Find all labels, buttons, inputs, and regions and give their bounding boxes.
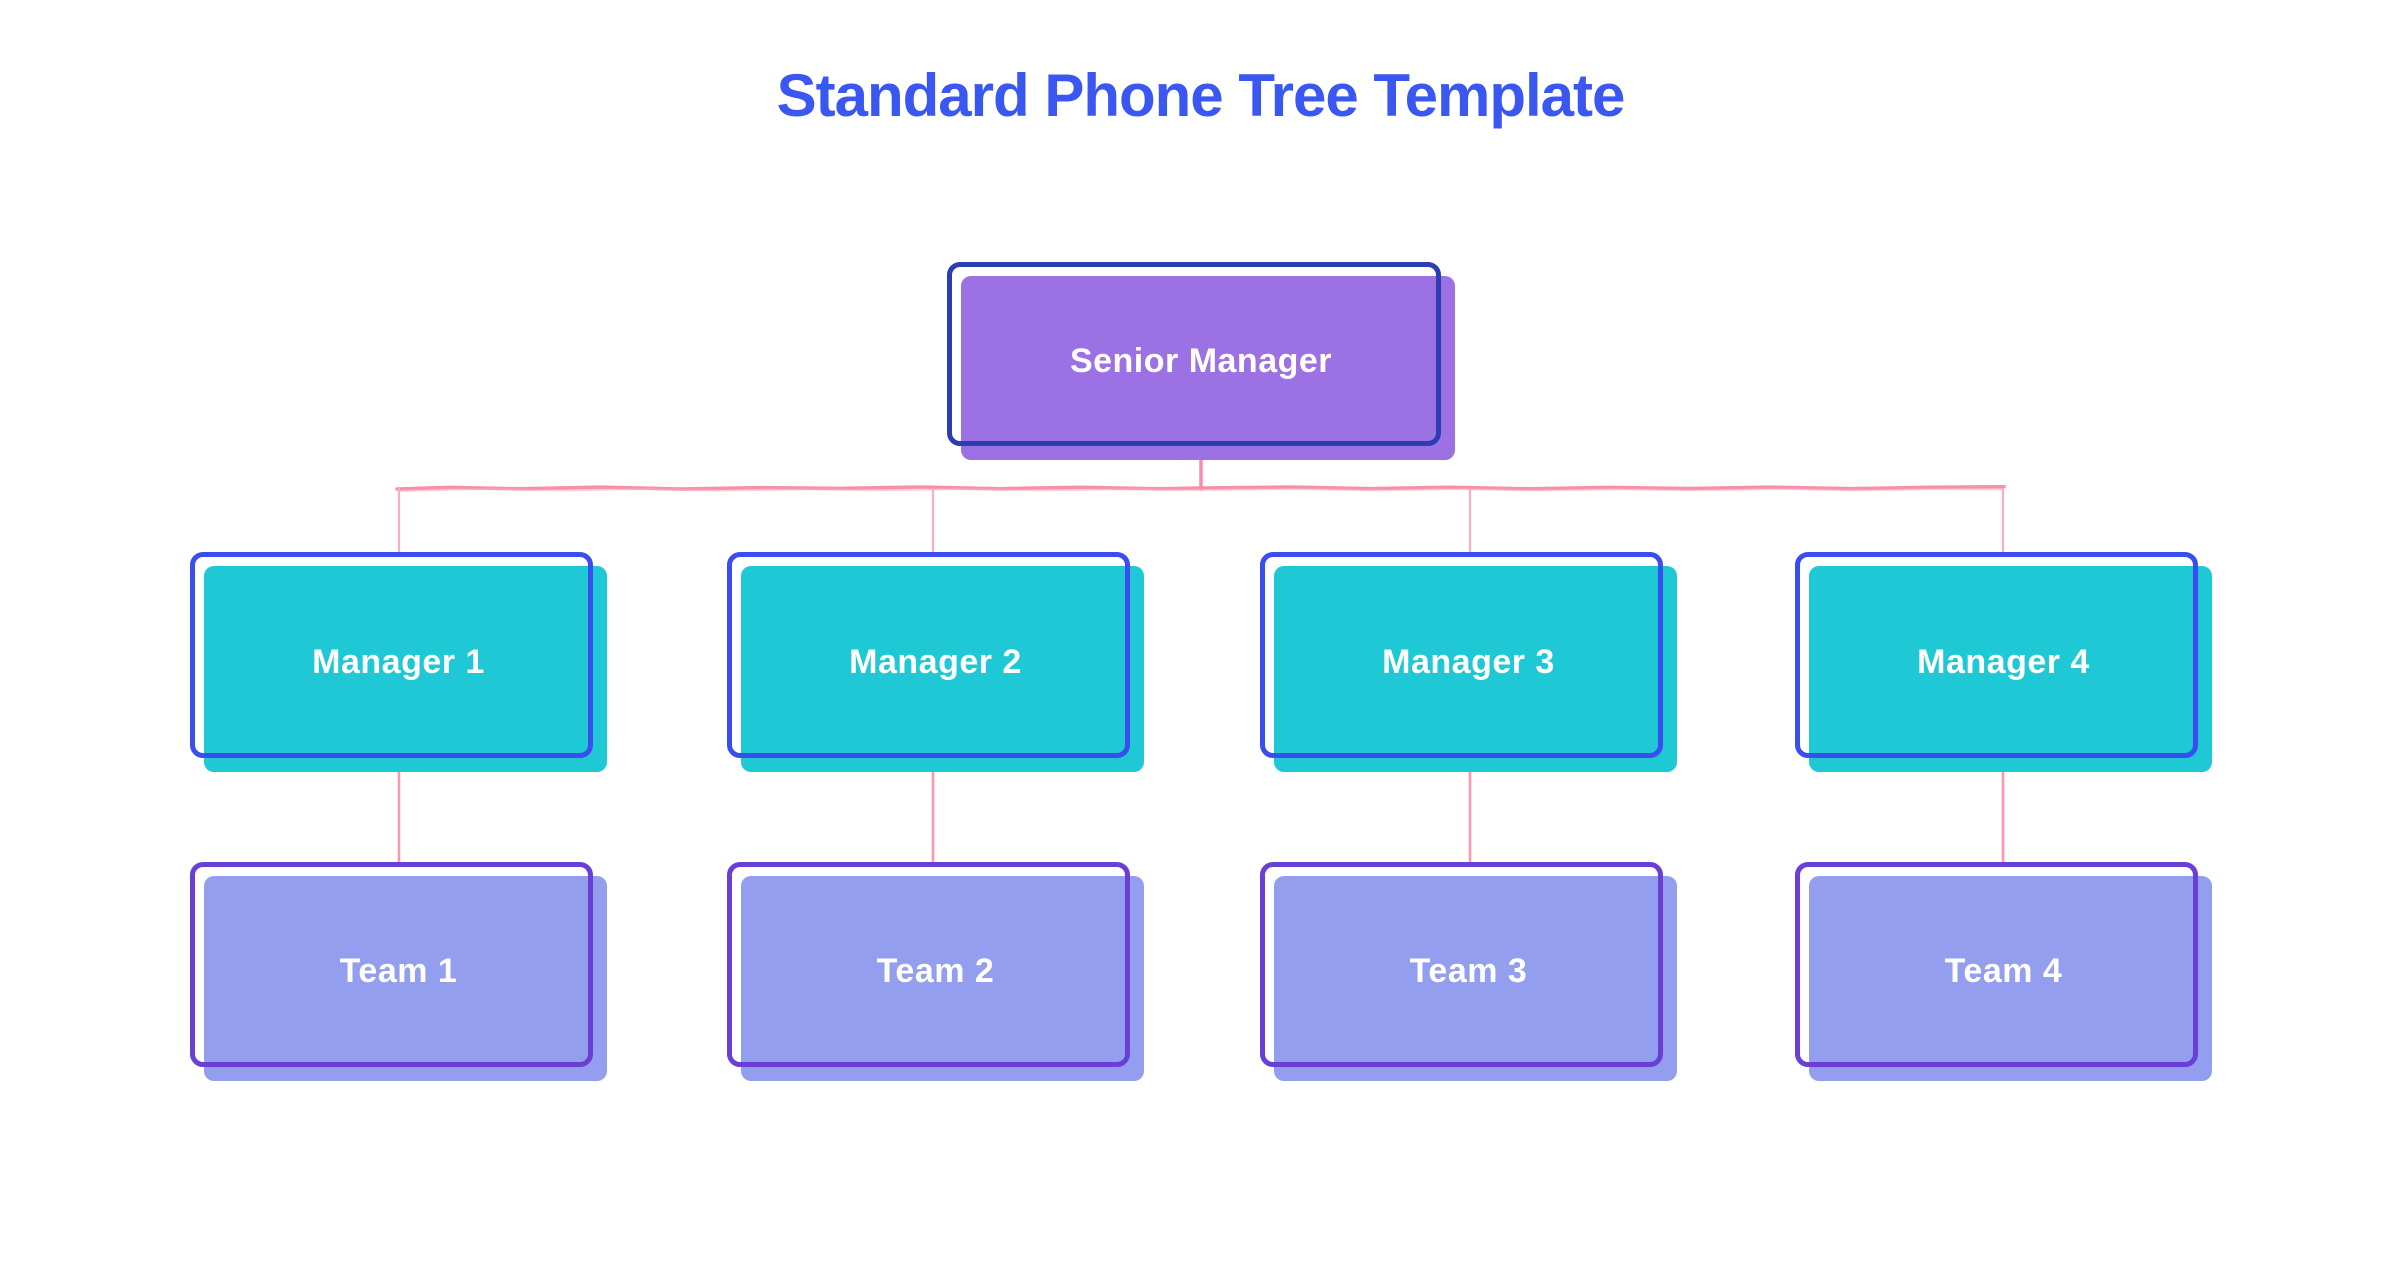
- node-team-2: Team 2: [727, 862, 1144, 1081]
- node-manager-4: Manager 4: [1795, 552, 2212, 772]
- node-fill: [204, 876, 607, 1081]
- node-outline: [1260, 862, 1663, 1067]
- node-outline: [190, 552, 593, 758]
- node-team-1: Team 1: [190, 862, 607, 1081]
- node-label: Senior Manager: [1069, 341, 1333, 380]
- node-label: Manager 2: [849, 642, 1022, 681]
- node-label: Manager 1: [312, 642, 485, 681]
- node-outline: [1795, 862, 2198, 1067]
- node-fill: [741, 876, 1144, 1081]
- node-manager-2: Manager 2: [727, 552, 1144, 772]
- node-fill: [204, 566, 607, 772]
- node-fill: [1274, 876, 1677, 1081]
- node-fill: [1274, 566, 1677, 772]
- node-label: Manager 4: [1917, 642, 2090, 681]
- node-fill: [741, 566, 1144, 772]
- node-label: Team 4: [1944, 952, 2063, 990]
- node-label: Team 3: [1409, 952, 1528, 990]
- node-team-4: Team 4: [1795, 862, 2212, 1081]
- node-label: Manager 3: [1382, 642, 1555, 681]
- node-team-3: Team 3: [1260, 862, 1677, 1081]
- node-senior-manager: Senior Manager: [947, 262, 1455, 460]
- node-outline: [1260, 552, 1663, 758]
- diagram-title: Standard Phone Tree Template: [776, 61, 1626, 129]
- node-outline: [727, 552, 1130, 758]
- node-outline: [727, 862, 1130, 1067]
- node-manager-3: Manager 3: [1260, 552, 1677, 772]
- node-label: Team 2: [876, 952, 995, 990]
- node-label: Team 1: [339, 952, 458, 990]
- node-manager-1: Manager 1: [190, 552, 607, 772]
- node-outline: [1795, 552, 2198, 758]
- node-outline: [947, 262, 1441, 446]
- node-fill: [1809, 876, 2212, 1081]
- node-fill: [961, 276, 1455, 460]
- node-outline: [190, 862, 593, 1067]
- node-fill: [1809, 566, 2212, 772]
- connector-horizontal-rail-texture: [399, 488, 2003, 492]
